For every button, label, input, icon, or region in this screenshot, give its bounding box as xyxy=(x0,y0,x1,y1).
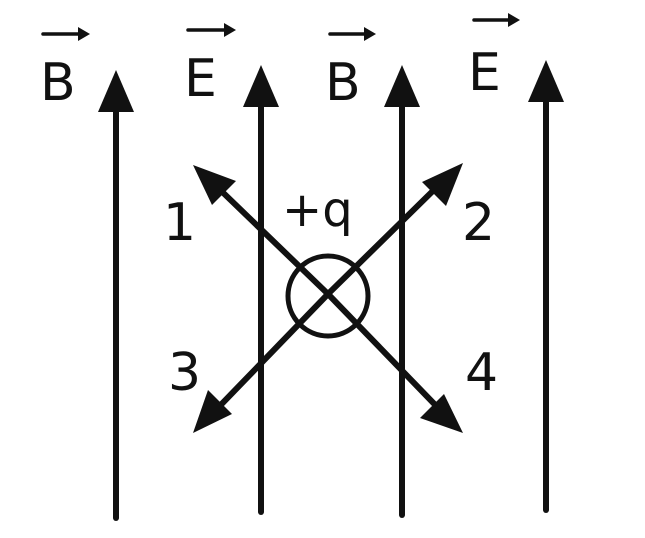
field-line-3-arrowhead xyxy=(384,65,420,107)
direction-arrow-4-head xyxy=(420,394,463,433)
direction-arrows xyxy=(193,163,463,433)
vector-arrow-2-head xyxy=(224,23,236,37)
field-label-2-group: E xyxy=(184,23,236,109)
field-line-2-arrowhead xyxy=(243,65,279,107)
field-label-2: E xyxy=(184,49,217,109)
direction-arrow-3 xyxy=(209,291,331,417)
direction-arrow-3-head xyxy=(193,390,232,433)
direction-arrow-2-head xyxy=(422,163,463,206)
field-line-4-arrowhead xyxy=(528,60,564,102)
direction-label-4: 4 xyxy=(465,343,498,403)
direction-label-1: 1 xyxy=(163,193,196,253)
field-line-1-arrowhead xyxy=(98,70,134,112)
field-lines xyxy=(98,60,564,521)
charge-circle-cross-icon xyxy=(285,253,371,339)
field-label-4-group: E xyxy=(468,13,520,103)
field-label-1: B xyxy=(40,53,76,113)
field-label-3-group: B xyxy=(325,27,376,113)
direction-arrow-1 xyxy=(209,179,331,297)
charge-label: +q xyxy=(282,182,353,238)
direction-arrow-4 xyxy=(325,291,447,417)
direction-arrow-1-head xyxy=(193,165,236,205)
direction-label-2: 2 xyxy=(462,193,495,253)
field-label-4: E xyxy=(468,43,501,103)
vector-arrow-1-head xyxy=(78,27,90,41)
direction-label-3: 3 xyxy=(168,343,201,403)
field-label-1-group: B xyxy=(40,27,90,113)
vector-arrow-3-head xyxy=(364,27,376,41)
vector-arrow-4-head xyxy=(508,13,520,27)
field-label-3: B xyxy=(325,53,361,113)
direction-arrow-2 xyxy=(325,177,447,297)
